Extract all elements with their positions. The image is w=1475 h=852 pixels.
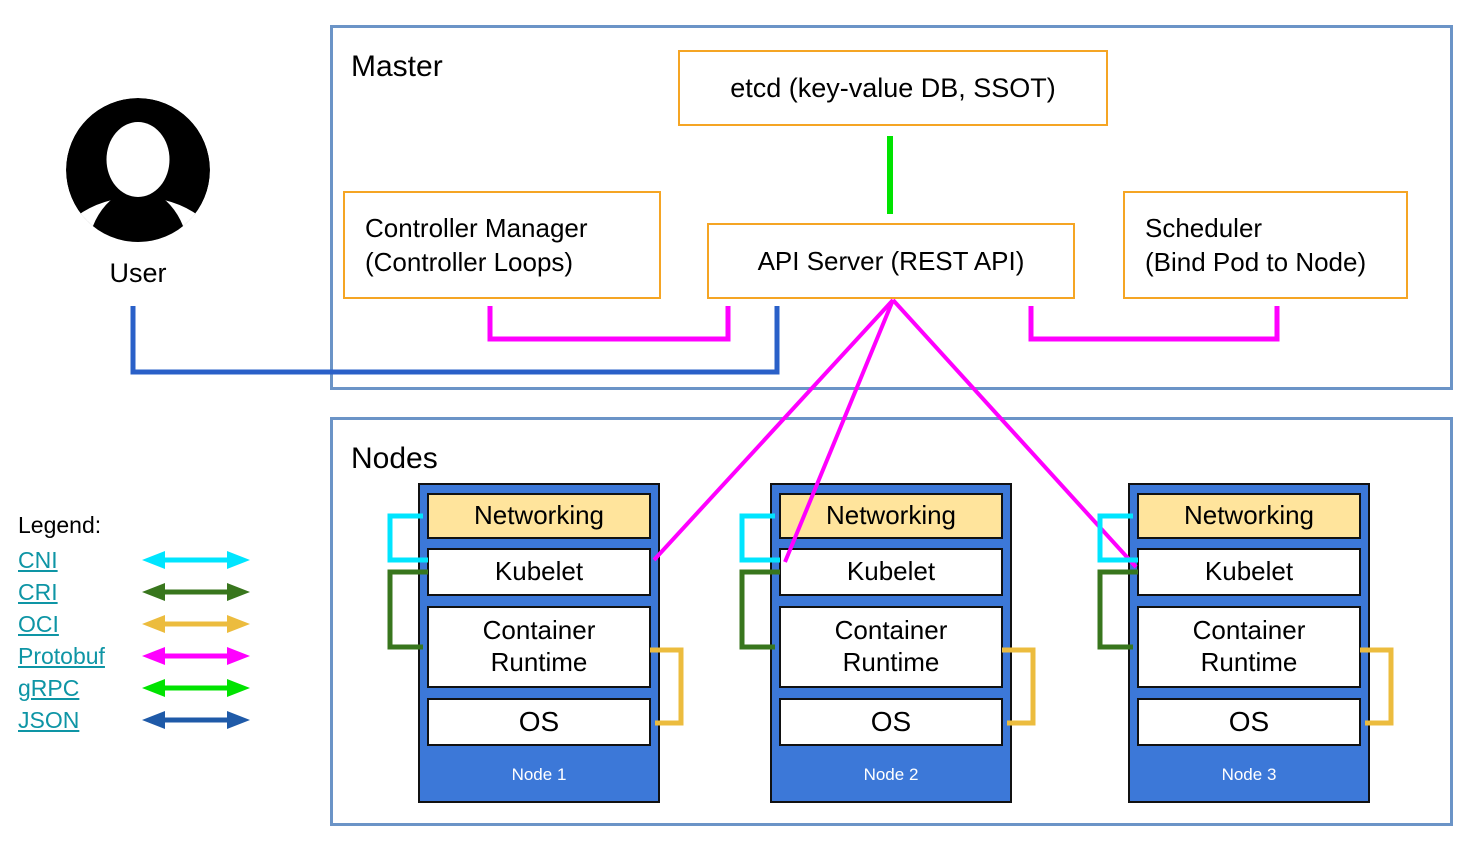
node3-container-runtime-box: Container Runtime (1137, 606, 1361, 688)
node3-networking-label: Networking (1183, 500, 1315, 531)
legend-link-cni[interactable]: CNI (18, 546, 58, 573)
scheduler-line1: Scheduler (1145, 212, 1263, 243)
api-server-box: API Server (REST API) (707, 223, 1075, 299)
node2-networking-label: Networking (825, 500, 957, 531)
legend-row-cni: CNI (18, 544, 288, 576)
node2-kubelet-label: Kubelet (846, 556, 936, 587)
node3-os-label: OS (1228, 705, 1270, 737)
node-1: Networking Kubelet Container Runtime OS … (418, 483, 660, 803)
legend-link-oci[interactable]: OCI (18, 610, 59, 637)
node3-os-box: OS (1137, 698, 1361, 746)
node-2: Networking Kubelet Container Runtime OS … (770, 483, 1012, 803)
node3-kubelet-label: Kubelet (1204, 556, 1294, 587)
user-label: User (109, 258, 167, 288)
controller-manager-line2: (Controller Loops) (365, 247, 574, 277)
legend-row-protobuf: Protobuf (18, 640, 288, 672)
node3-networking-box: Networking (1137, 493, 1361, 539)
scheduler-line2: (Bind Pod to Node) (1145, 247, 1367, 277)
controller-manager-line1: Controller Manager (365, 212, 588, 243)
legend-row-grpc: gRPC (18, 672, 288, 704)
node3-kubelet-box: Kubelet (1137, 548, 1361, 596)
legend-row-json: JSON (18, 704, 288, 736)
node1-networking-label: Networking (473, 500, 605, 531)
cri-arrow-icon (142, 583, 250, 601)
node3-container-runtime-label: Container Runtime (1192, 615, 1306, 677)
etcd-label: etcd (key-value DB, SSOT) (730, 72, 1056, 103)
node1-container-runtime-label: Container Runtime (482, 615, 596, 677)
node2-container-runtime-box: Container Runtime (779, 606, 1003, 688)
legend-title: Legend: (18, 512, 102, 538)
controller-manager-box: Controller Manager (Controller Loops) (343, 191, 661, 299)
node2-os-box: OS (779, 698, 1003, 746)
node2-title: Node 2 (863, 765, 919, 784)
legend: Legend: CNI CRI OCI Protobuf gRPC JSON (18, 512, 288, 736)
protobuf-arrow-icon (142, 647, 250, 665)
node1-title: Node 1 (511, 765, 567, 784)
scheduler-box: Scheduler (Bind Pod to Node) (1123, 191, 1408, 299)
legend-row-oci: OCI (18, 608, 288, 640)
node-3: Networking Kubelet Container Runtime OS … (1128, 483, 1370, 803)
node2-kubelet-box: Kubelet (779, 548, 1003, 596)
master-section-title: Master (351, 50, 443, 83)
legend-row-cri: CRI (18, 576, 288, 608)
legend-link-cri[interactable]: CRI (18, 578, 58, 605)
node2-container-runtime-label: Container Runtime (834, 615, 948, 677)
json-arrow-icon (142, 711, 250, 729)
node1-container-runtime-box: Container Runtime (427, 606, 651, 688)
api-server-label: API Server (REST API) (757, 245, 1025, 276)
oci-arrow-icon (142, 615, 250, 633)
legend-link-protobuf[interactable]: Protobuf (18, 642, 105, 669)
cni-arrow-icon (142, 551, 250, 569)
legend-link-json[interactable]: JSON (18, 706, 80, 733)
node2-os-label: OS (870, 705, 912, 737)
node1-networking-box: Networking (427, 493, 651, 539)
scheduler-label: Scheduler (Bind Pod to Node) (1145, 211, 1366, 280)
controller-manager-label: Controller Manager (Controller Loops) (365, 211, 588, 280)
etcd-box: etcd (key-value DB, SSOT) (678, 50, 1108, 126)
legend-link-grpc[interactable]: gRPC (18, 674, 80, 701)
user-icon (66, 98, 210, 242)
node1-kubelet-label: Kubelet (494, 556, 584, 587)
nodes-section-title: Nodes (351, 442, 438, 475)
node1-os-label: OS (518, 705, 560, 737)
node3-title: Node 3 (1221, 765, 1277, 784)
node1-os-box: OS (427, 698, 651, 746)
node2-networking-box: Networking (779, 493, 1003, 539)
node1-kubelet-box: Kubelet (427, 548, 651, 596)
grpc-arrow-icon (142, 679, 250, 697)
